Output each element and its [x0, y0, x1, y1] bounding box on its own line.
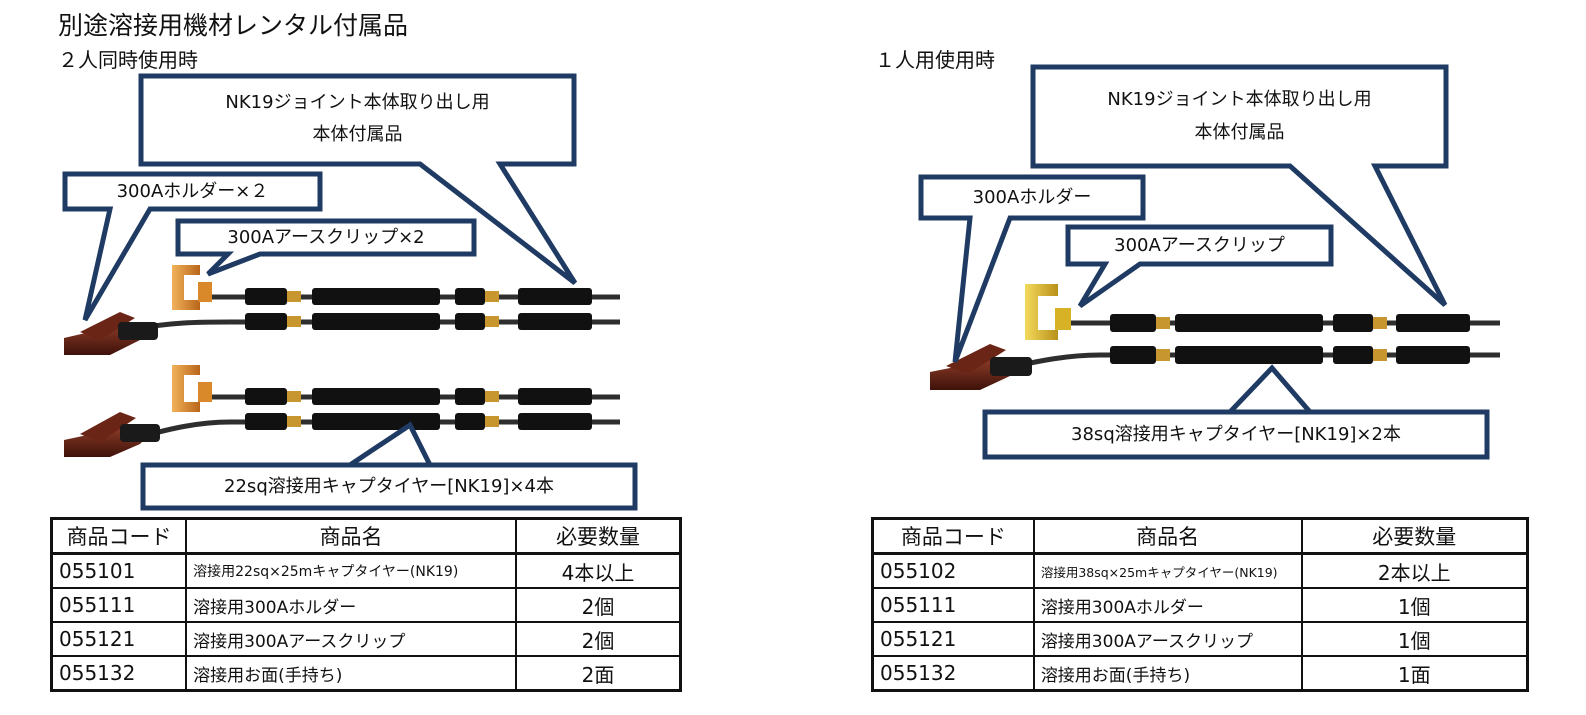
right-callout-earth-clip [1065, 224, 1334, 309]
left-holder-1 [64, 312, 158, 355]
right-heading: １人用使用時 [875, 48, 995, 72]
cell-code: 055121 [50, 621, 188, 657]
cell-code: 055132 [871, 655, 1035, 692]
header-qty: 必要数量 [514, 517, 682, 555]
right-callout-earth-clip-text: 300Aアースクリップ [1114, 235, 1285, 256]
table-row: 055121 溶接用300Aアースクリップ 1個 [871, 621, 1529, 657]
left-earth-clip-1 [172, 265, 212, 310]
cell-qty: 1個 [1300, 587, 1529, 623]
cell-name: 溶接用300Aホルダー [185, 587, 517, 623]
left-callout-earth-clip-text: 300Aアースクリップ×2 [227, 227, 425, 248]
table-row: 055121 溶接用300Aアースクリップ 2個 [50, 621, 682, 657]
cell-name: 溶接用38sq×25mキャプタイヤー(NK19) [1032, 552, 1303, 589]
cell-qty: 2本以上 [1300, 552, 1529, 589]
left-callout-body-accessory-line2: 本体付属品 [312, 124, 403, 145]
table-header-row: 商品コード 商品名 必要数量 [50, 517, 682, 555]
left-callout-cable-text: 22sq溶接用キャプタイヤー[NK19]×4本 [224, 476, 554, 497]
cell-name: 溶接用お面(手持ち) [185, 655, 517, 692]
cell-qty: 2個 [514, 621, 682, 657]
cell-name: 溶接用お面(手持ち) [1032, 655, 1303, 692]
right-earth-clip [1025, 284, 1071, 340]
left-callout-cable [140, 421, 638, 511]
right-callout-cable [982, 364, 1490, 460]
header-qty: 必要数量 [1300, 517, 1529, 555]
table-header-row: 商品コード 商品名 必要数量 [871, 517, 1529, 555]
cell-code: 055121 [871, 621, 1035, 657]
right-cable-set [999, 314, 1500, 373]
cell-name: 溶接用300Aアースクリップ [1032, 621, 1303, 657]
left-holder-2 [64, 412, 160, 457]
right-holder [930, 344, 1032, 390]
left-parts-table: 商品コード 商品名 必要数量 055101 溶接用22sq×25mキャプタイヤー… [50, 517, 682, 692]
cell-qty: 1個 [1300, 621, 1529, 657]
header-code: 商品コード [871, 517, 1035, 555]
left-callout-body-accessory [138, 73, 578, 285]
cell-code: 055111 [50, 587, 188, 623]
cell-name: 溶接用300Aホルダー [1032, 587, 1303, 623]
table-row: 055132 溶接用お面(手持ち) 2面 [50, 655, 682, 692]
left-callout-holder-text: 300Aホルダー×２ [116, 181, 269, 202]
table-row: 055111 溶接用300Aホルダー 1個 [871, 587, 1529, 623]
left-heading: ２人同時使用時 [58, 48, 198, 72]
cell-qty: 2個 [514, 587, 682, 623]
right-parts-table: 商品コード 商品名 必要数量 055102 溶接用38sq×25mキャプタイヤー… [871, 517, 1529, 692]
cell-qty: 2面 [514, 655, 682, 692]
cell-name: 溶接用300Aアースクリップ [185, 621, 517, 657]
header-name: 商品名 [185, 517, 517, 555]
cell-code: 055101 [50, 552, 188, 589]
right-callout-holder-text: 300Aホルダー [972, 187, 1092, 208]
table-row: 055132 溶接用お面(手持ち) 1面 [871, 655, 1529, 692]
right-callout-holder [918, 174, 1146, 363]
cell-name: 溶接用22sq×25mキャプタイヤー(NK19) [185, 552, 517, 589]
cell-code: 055132 [50, 655, 188, 692]
right-callout-cable-text: 38sq溶接用キャプタイヤー[NK19]×2本 [1071, 424, 1401, 445]
right-callout-body-accessory-line1: NK19ジョイント本体取り出し用 [1107, 89, 1372, 110]
page-title: 別途溶接用機材レンタル付属品 [58, 11, 409, 40]
table-row: 055102 溶接用38sq×25mキャプタイヤー(NK19) 2本以上 [871, 552, 1529, 589]
header-code: 商品コード [50, 517, 188, 555]
right-callout-body-accessory [1030, 64, 1449, 307]
table-row: 055111 溶接用300Aホルダー 2個 [50, 587, 682, 623]
cell-qty: 4本以上 [514, 552, 682, 589]
left-cable-set-2 [129, 388, 620, 443]
left-callout-earth-clip [175, 218, 477, 277]
header-name: 商品名 [1032, 517, 1303, 555]
table-row: 055101 溶接用22sq×25mキャプタイヤー(NK19) 4本以上 [50, 552, 682, 589]
cell-code: 055102 [871, 552, 1035, 589]
left-callout-holder [62, 171, 323, 322]
cell-qty: 1面 [1300, 655, 1529, 692]
cell-code: 055111 [871, 587, 1035, 623]
right-callout-body-accessory-line2: 本体付属品 [1194, 122, 1285, 143]
left-earth-clip-2 [172, 365, 212, 412]
left-callout-body-accessory-line1: NK19ジョイント本体取り出し用 [225, 92, 490, 113]
